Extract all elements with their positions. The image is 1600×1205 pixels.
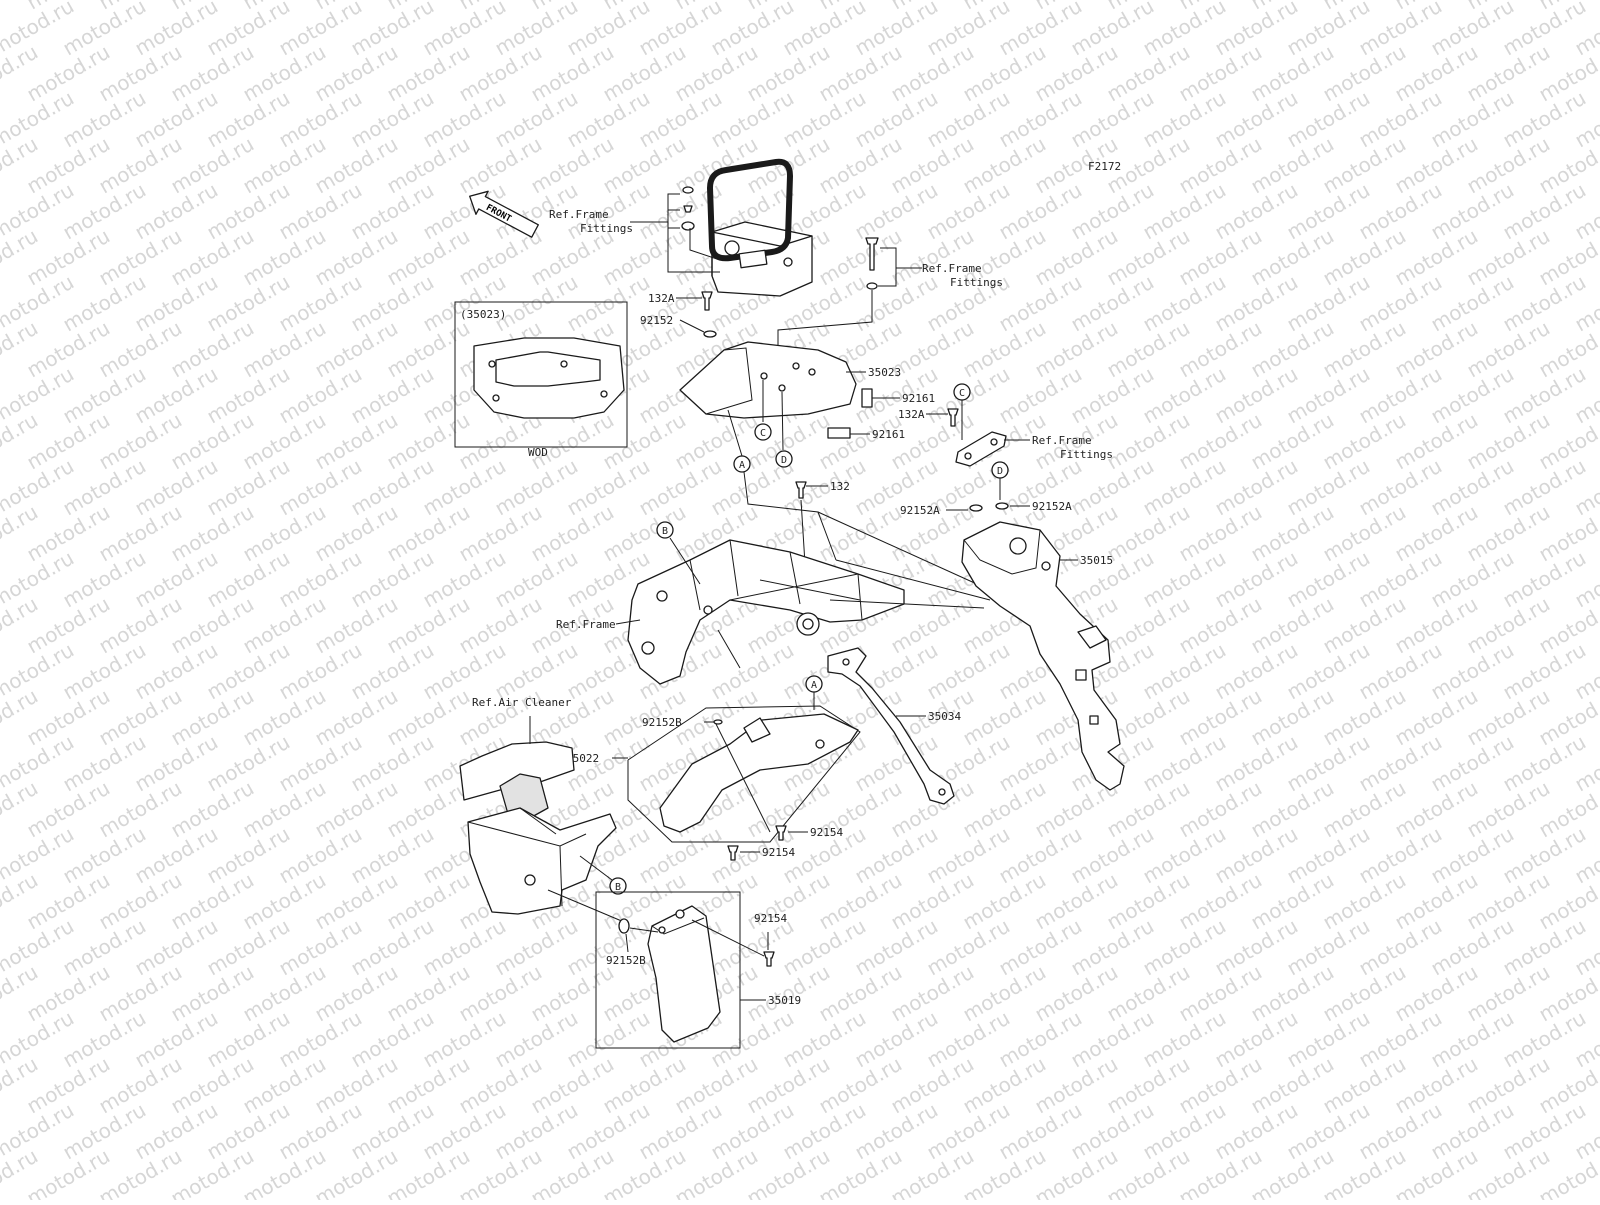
svg-text:Ref.Air Cleaner: Ref.Air Cleaner	[472, 696, 572, 709]
svg-text:WOD: WOD	[528, 446, 548, 459]
svg-text:92152A: 92152A	[1032, 500, 1072, 513]
svg-text:A: A	[739, 460, 745, 471]
svg-text:92152A: 92152A	[900, 504, 940, 517]
svg-text:35023: 35023	[868, 366, 901, 379]
svg-text:92152: 92152	[640, 314, 673, 327]
svg-text:35034: 35034	[928, 710, 961, 723]
svg-text:92154: 92154	[754, 912, 787, 925]
svg-text:92161: 92161	[872, 428, 905, 441]
svg-text:92161: 92161	[902, 392, 935, 405]
diagram-code: F2172	[1088, 160, 1121, 173]
svg-text:Ref.Frame: Ref.Frame	[556, 618, 616, 631]
svg-text:Fittings: Fittings	[1060, 448, 1113, 461]
svg-text:92152B: 92152B	[606, 954, 646, 967]
svg-text:Ref.Frame: Ref.Frame	[922, 262, 982, 275]
svg-text:C: C	[760, 428, 766, 439]
svg-text:92154: 92154	[762, 846, 795, 859]
svg-text:B: B	[662, 526, 668, 537]
svg-text:35019: 35019	[768, 994, 801, 1007]
svg-text:(35023): (35023)	[460, 308, 506, 321]
svg-text:D: D	[781, 455, 787, 466]
svg-text:132A: 132A	[898, 408, 925, 421]
svg-text:Ref.Frame: Ref.Frame	[1032, 434, 1092, 447]
svg-text:B: B	[615, 882, 621, 893]
svg-text:A: A	[811, 680, 817, 691]
svg-text:92154: 92154	[810, 826, 843, 839]
svg-text:132A: 132A	[648, 292, 675, 305]
svg-text:Fittings: Fittings	[950, 276, 1003, 289]
svg-text:35015: 35015	[1080, 554, 1113, 567]
svg-text:132: 132	[830, 480, 850, 493]
svg-text:Ref.Frame: Ref.Frame	[549, 208, 609, 221]
svg-text:D: D	[997, 466, 1003, 477]
svg-text:Fittings: Fittings	[580, 222, 633, 235]
svg-text:C: C	[959, 388, 965, 399]
svg-text:92152B: 92152B	[642, 716, 682, 729]
